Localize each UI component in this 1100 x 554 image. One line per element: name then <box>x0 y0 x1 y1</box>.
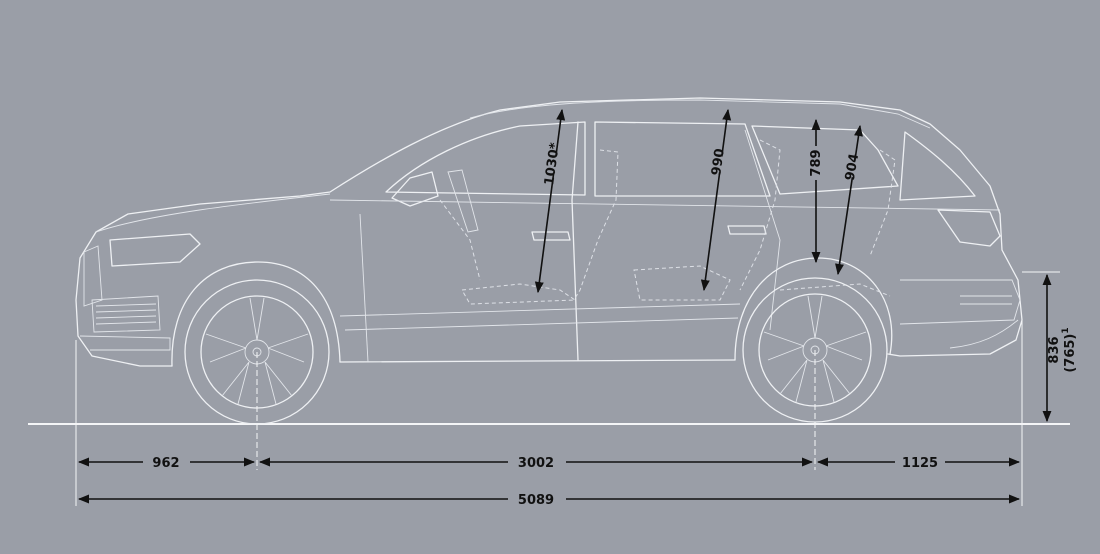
front-headroom-label: 1030* <box>542 142 563 187</box>
dimension-overall-length: 5089 <box>77 493 1021 508</box>
dimension-third-row-headroom-b: 904 <box>833 124 870 276</box>
front-overhang-label: 962 <box>152 456 179 471</box>
third-row-headroom-a-label: 789 <box>809 149 824 176</box>
dimension-front-overhang: 962 <box>77 456 256 471</box>
wheelbase-label: 3002 <box>518 456 554 471</box>
second-row-headroom-label: 990 <box>709 148 728 177</box>
dimension-rear-height: 836 (765)1 <box>1042 273 1078 423</box>
car-outline <box>75 97 1023 367</box>
dimension-front-headroom: 1030* <box>531 108 573 294</box>
dimension-rear-overhang: 1125 <box>816 456 1021 471</box>
dimension-wheelbase: 3002 <box>258 456 814 471</box>
dimension-second-row-headroom: 990 <box>700 108 737 292</box>
rear-height-label: 836 <box>1047 336 1062 363</box>
rear-height-alt-label: (765)1 <box>1061 327 1078 372</box>
overall-length-label: 5089 <box>518 493 554 508</box>
dimension-third-row-headroom-a: 789 <box>808 118 824 264</box>
reference-lines <box>75 271 1060 506</box>
rear-overhang-label: 1125 <box>902 456 938 471</box>
third-row-headroom-b-label: 904 <box>843 152 862 181</box>
